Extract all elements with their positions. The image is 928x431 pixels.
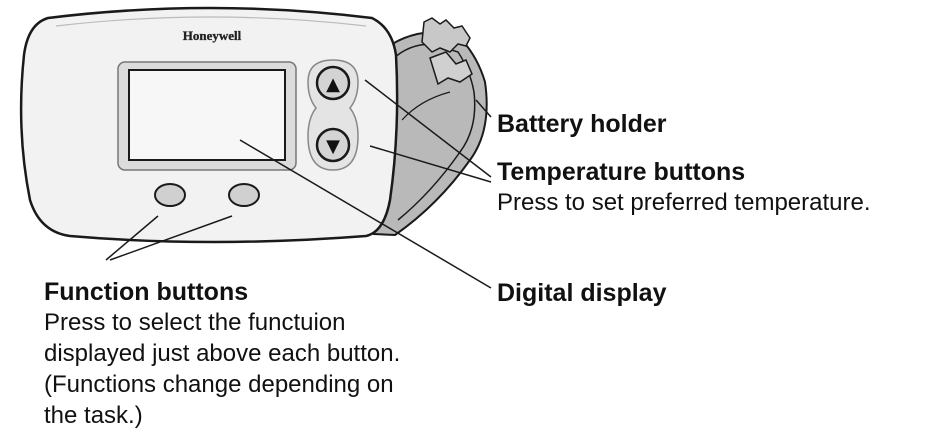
- digital-display-callout: Digital display: [497, 279, 666, 308]
- function-buttons-description-line: displayed just above each button.: [44, 340, 401, 367]
- leader-temperature-down: [369, 145, 492, 183]
- thermostat-body-inner-edge: [55, 16, 367, 27]
- digital-display-screen: [128, 69, 286, 161]
- function-buttons-description-line: (Functions change depending on: [44, 371, 394, 398]
- leader-battery-holder: [475, 99, 492, 118]
- temperature-down-button[interactable]: ▼: [315, 127, 351, 163]
- brand-logo: Honeywell: [183, 28, 242, 43]
- function-buttons-description-line: the task.): [44, 402, 143, 429]
- temperature-buttons-title: Temperature buttons: [497, 158, 746, 186]
- temperature-buttons-callout: Temperature buttons Press to set preferr…: [497, 158, 871, 218]
- function-buttons-description-line: Press to select the functuion: [44, 309, 346, 336]
- battery-holder-inner: [391, 43, 476, 221]
- leader-temperature-up: [364, 79, 492, 178]
- function-button-left[interactable]: [154, 183, 186, 207]
- up-arrow-icon: ▲: [326, 74, 340, 95]
- battery-holder: [372, 17, 488, 237]
- temperature-buttons-description: Press to set preferred temperature.: [497, 189, 871, 216]
- battery-holder-title: Battery holder: [497, 110, 667, 138]
- function-buttons-title: Function buttons: [44, 278, 249, 306]
- battery-clip-icon: [421, 17, 471, 53]
- battery-latch-icon: [429, 51, 473, 86]
- temperature-up-button[interactable]: ▲: [315, 65, 351, 101]
- leader-digital-display: [239, 139, 492, 289]
- function-button-right[interactable]: [228, 183, 260, 207]
- function-buttons-callout: Function buttons Press to select the fun…: [44, 278, 400, 431]
- leader-function-left: [105, 215, 159, 261]
- leader-function-right: [109, 215, 233, 261]
- digital-display-title: Digital display: [497, 279, 667, 307]
- down-arrow-icon: ▼: [326, 136, 340, 157]
- battery-holder-callout: Battery holder: [497, 110, 666, 139]
- battery-holder-rim: [401, 91, 451, 121]
